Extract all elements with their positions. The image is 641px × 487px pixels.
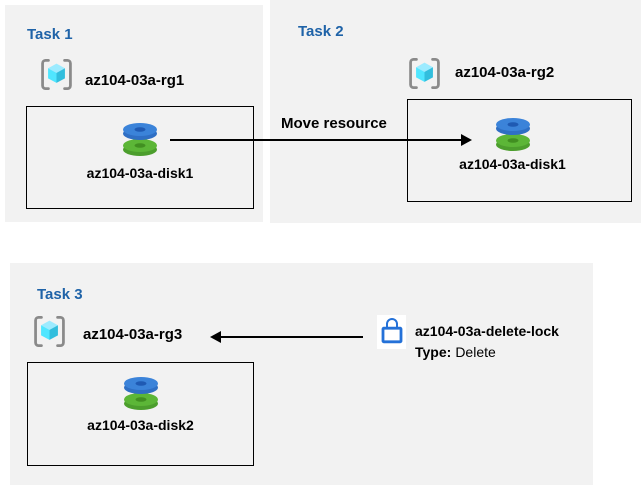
arrowhead-right-icon <box>461 134 472 146</box>
lock-type-value: Delete <box>455 344 496 360</box>
resource-group-name: az104-03a-rg2 <box>455 64 555 81</box>
task1-resource-box: az104-03a-disk1 <box>26 106 254 209</box>
lock-name: az104-03a-delete-lock <box>415 323 559 339</box>
resource-group-name: az104-03a-rg3 <box>83 326 183 343</box>
disk-icon <box>493 116 533 154</box>
lock-icon <box>381 316 403 349</box>
task2-resource-box: az104-03a-disk1 <box>407 99 632 202</box>
task3-panel: Task 3 az104-03a-rg3 <box>10 263 593 485</box>
resource-group-name: az104-03a-rg1 <box>85 72 185 89</box>
resource-group-icon <box>33 315 66 348</box>
disk-name: az104-03a-disk1 <box>459 156 566 172</box>
disk-name: az104-03a-disk1 <box>86 165 194 181</box>
lock-type-label: Type: <box>415 344 452 360</box>
task2-title: Task 2 <box>298 23 344 41</box>
lock-arrow-line <box>220 336 363 338</box>
disk-icon <box>120 121 160 159</box>
task3-title: Task 3 <box>37 286 83 304</box>
disk-name: az104-03a-disk2 <box>87 417 194 433</box>
task3-resource-box: az104-03a-disk2 <box>27 362 254 466</box>
disk-icon <box>121 375 161 413</box>
resource-group-icon <box>408 57 441 90</box>
lock-type-row: Type:Delete <box>415 342 559 363</box>
task2-panel: Task 2 az104-03a-rg2 <box>270 0 641 223</box>
lock-badge <box>377 315 406 349</box>
move-arrow-line <box>170 139 461 141</box>
resource-group-icon <box>40 58 73 91</box>
task1-panel: Task 1 az104-03a-rg1 <box>5 5 263 222</box>
arrowhead-left-icon <box>210 331 221 343</box>
task1-title: Task 1 <box>27 26 73 44</box>
move-resource-label: Move resource <box>281 115 387 132</box>
lock-annotation: az104-03a-delete-lock Type:Delete <box>415 321 559 363</box>
